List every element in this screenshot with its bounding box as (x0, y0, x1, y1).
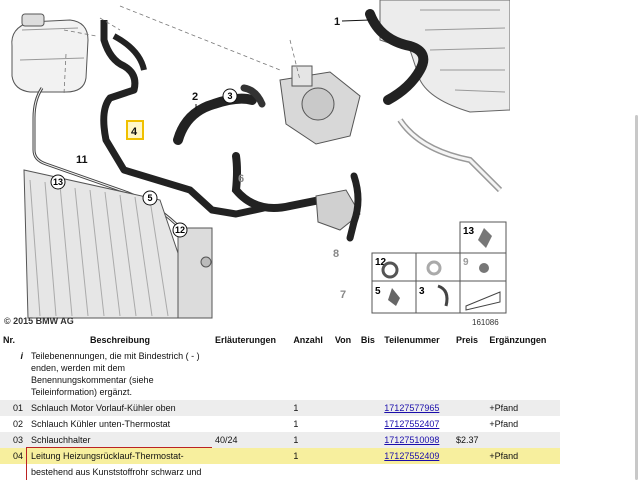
row-preis: $2.37 (453, 432, 487, 448)
part-number-link[interactable]: 17127552409 (384, 451, 440, 461)
part-number-link[interactable]: 17127577965 (384, 403, 440, 413)
callout-4-highlight[interactable]: 4 (126, 120, 144, 140)
svg-text:12: 12 (375, 257, 387, 268)
svg-text:6: 6 (238, 173, 244, 185)
col-ergaenzungen: Ergänzungen (486, 331, 560, 348)
part-number-link[interactable]: 17127552407 (384, 419, 440, 429)
row-desc: Schlauch Kühler unten-Thermostat (31, 419, 171, 429)
hose-7[interactable] (346, 172, 362, 242)
svg-text:2: 2 (192, 91, 198, 103)
scrollbar-thumb[interactable] (635, 115, 638, 480)
row-von (331, 400, 358, 416)
row-nr: 02 (12, 419, 23, 429)
row-anzahl: 1 (290, 400, 332, 416)
svg-text:12: 12 (175, 225, 185, 235)
row-nr: 01 (0, 400, 28, 416)
info-icon: i (20, 351, 23, 361)
pump (315, 189, 361, 231)
copyright: © 2015 BMW AG (4, 316, 74, 326)
info-row: i Teilebenennungen, die mit Bindestrich … (0, 348, 560, 400)
row-erl: 40/24 (212, 432, 291, 448)
row-erg: +Pfand (486, 448, 560, 464)
row-preis (453, 416, 486, 432)
table-row[interactable]: 03 Schlauchhalter 40/24 1 17127510098 $2… (0, 432, 560, 448)
col-preis: Preis (453, 331, 487, 348)
drawing-number: 161086 (472, 318, 499, 327)
col-bis: Bis (357, 331, 382, 348)
parts-diagram[interactable]: 1 2 6 8 7 11 3 5 13 12 4 13 12 9 5 3 © 2… (0, 0, 510, 330)
svg-text:3: 3 (419, 286, 425, 297)
radiator (23, 169, 213, 319)
col-teilenummer: Teilenummer (381, 331, 453, 348)
parts-table: Nr. Beschreibung Erläuterungen Anzahl Vo… (0, 331, 560, 480)
row-anzahl: 1 (293, 419, 299, 429)
row-04-comment: bestehend aus Kunststoffrohr schwarz und (31, 467, 202, 477)
svg-text:1: 1 (334, 16, 340, 28)
hose-2[interactable] (173, 93, 257, 145)
expansion-tank (11, 13, 89, 93)
table-row[interactable]: 02 Schlauch Kühler unten-Thermostat 1 17… (0, 416, 560, 432)
row-desc: Schlauchhalter (28, 432, 212, 448)
col-von: Von (331, 331, 358, 348)
row-von (331, 432, 358, 448)
row-von (332, 416, 358, 432)
col-nr: Nr. (0, 331, 28, 348)
svg-text:8: 8 (333, 248, 339, 260)
col-erlaeuterungen: Erläuterungen (212, 331, 291, 348)
svg-text:13: 13 (463, 226, 475, 237)
row-desc: Schlauch Motor Vorlauf-Kühler oben (28, 400, 212, 416)
hose-3[interactable] (240, 84, 266, 108)
row-erl (212, 416, 290, 432)
svg-text:5: 5 (147, 193, 152, 203)
svg-text:11: 11 (76, 154, 88, 166)
table-row-selected[interactable]: 04 Leitung Heizungsrücklauf-Thermostat- … (0, 448, 560, 464)
hose-6[interactable] (231, 152, 324, 212)
row-nr: 03 (0, 432, 28, 448)
svg-text:7: 7 (340, 289, 346, 301)
hose-4[interactable] (100, 20, 265, 218)
row-erl (212, 448, 291, 464)
row-anzahl: 1 (290, 448, 332, 464)
row-bis (357, 400, 382, 416)
svg-text:3: 3 (227, 91, 232, 101)
row-nr: 04 (0, 448, 28, 464)
row-von (331, 448, 358, 464)
thermostat-housing (279, 65, 361, 145)
small-parts-inset: 13 12 9 5 3 (371, 221, 507, 314)
row-comment: bestehend aus Kunststoffrohr schwarz und (0, 464, 560, 480)
table-row[interactable]: 01 Schlauch Motor Vorlauf-Kühler oben 1 … (0, 400, 560, 416)
row-bis (358, 416, 381, 432)
svg-text:5: 5 (375, 286, 381, 297)
row-preis (453, 400, 487, 416)
col-beschreibung: Beschreibung (28, 331, 212, 348)
info-text: Teilebenennungen, die mit Bindestrich ( … (31, 351, 200, 397)
part-number-link[interactable]: 17127510098 (384, 435, 440, 445)
svg-text:4: 4 (131, 126, 138, 138)
row-anzahl: 1 (290, 432, 332, 448)
row-erl (212, 400, 291, 416)
hose-1[interactable] (365, 9, 429, 105)
row-erg (486, 432, 560, 448)
row-preis (453, 448, 487, 464)
row-erg: +Pfand (489, 419, 519, 429)
svg-text:9: 9 (463, 257, 469, 268)
row-erg: +Pfand (486, 400, 560, 416)
table-header-row: Nr. Beschreibung Erläuterungen Anzahl Vo… (0, 331, 560, 348)
comment-bracket-top (26, 447, 212, 448)
row-bis (357, 448, 382, 464)
row-desc: Leitung Heizungsrücklauf-Thermostat- (28, 448, 212, 464)
comment-bracket-side (26, 447, 27, 480)
svg-text:13: 13 (53, 177, 63, 187)
col-anzahl: Anzahl (290, 331, 332, 348)
row-bis (357, 432, 382, 448)
